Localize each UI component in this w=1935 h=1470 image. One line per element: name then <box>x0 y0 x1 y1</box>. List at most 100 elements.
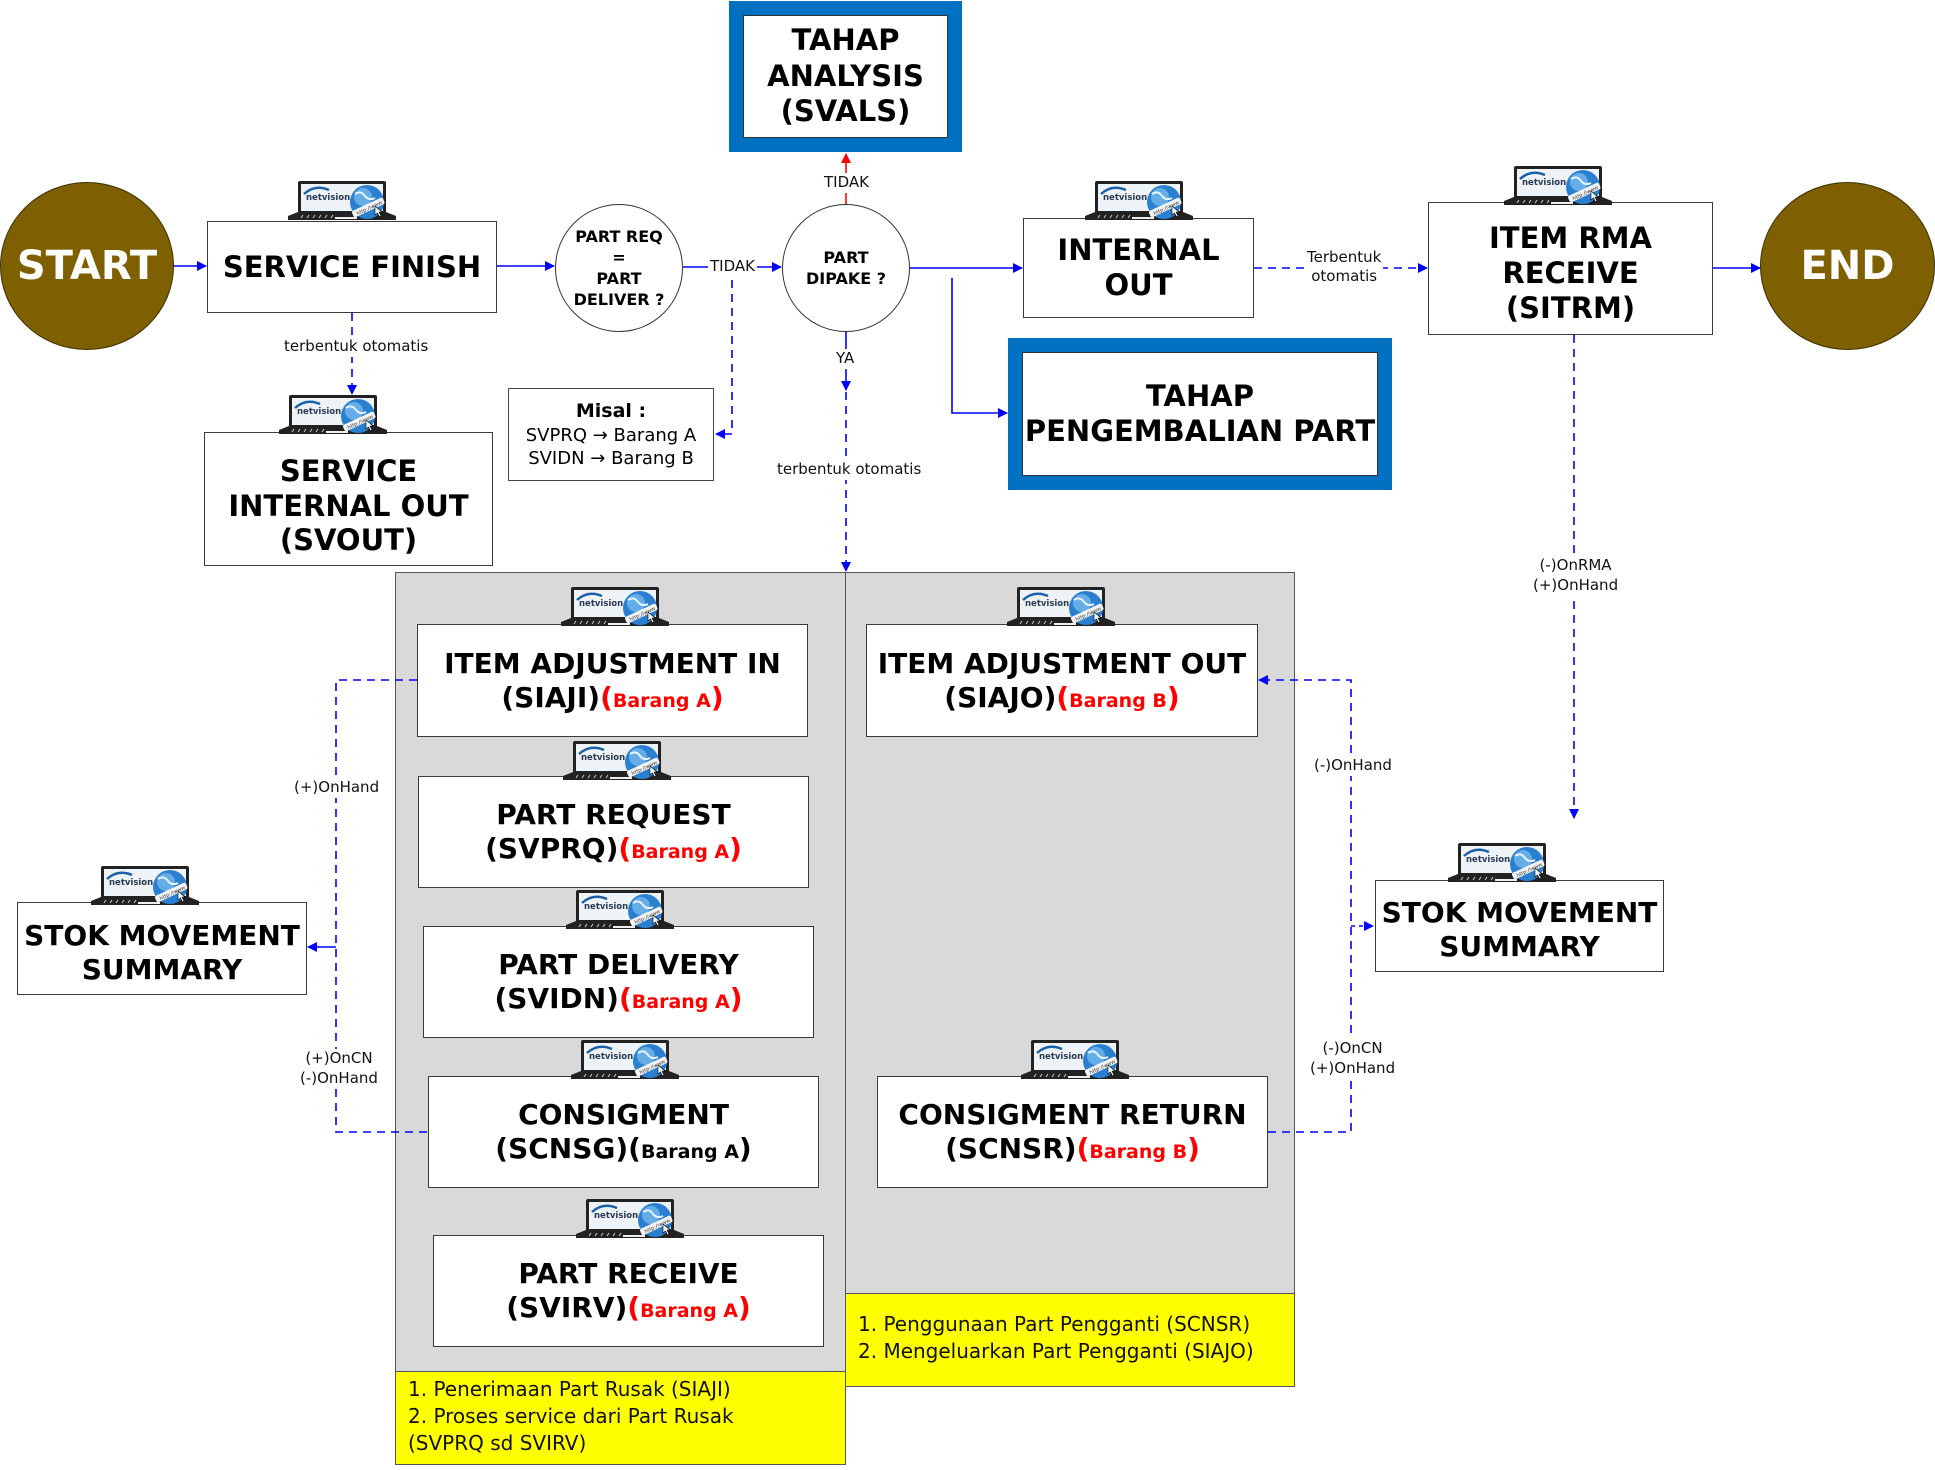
label-plus-onhand: (+)OnHand <box>292 778 382 798</box>
process-scnsr[interactable]: CONSIGMENT RETURN (SCNSR)(Barang B) <box>877 1076 1268 1188</box>
decision-line: DELIVER ? <box>573 290 665 310</box>
example-note-head: Misal : <box>575 400 647 422</box>
label-oncn-left: (+)OnCN (-)OnHand <box>298 1049 380 1088</box>
label-minus-onhand: (-)OnHand <box>1312 756 1394 776</box>
item-rma-receive-node[interactable]: ITEM RMA RECEIVE (SITRM) <box>1428 202 1713 335</box>
note-left-line: 2. Proses service dari Part Rusak <box>408 1404 734 1428</box>
label-tidak: TIDAK <box>708 257 757 277</box>
decision-line: PART <box>596 269 642 288</box>
label-oncn-right: (-)OnCN (+)OnHand <box>1308 1039 1398 1078</box>
svout-line: (SVOUT) <box>279 523 418 558</box>
label-ya: YA <box>834 349 857 369</box>
stage-line: ANALYSIS <box>767 58 924 93</box>
label-line: (+)OnCN <box>305 1049 373 1067</box>
stok-line: STOK MOVEMENT <box>24 918 300 952</box>
tag-paren: ( <box>618 832 632 865</box>
process-scnsg[interactable]: CONSIGMENT (SCNSG)(Barang A) <box>428 1076 819 1188</box>
tag-paren: ) <box>729 982 743 1015</box>
process-svidn[interactable]: PART DELIVERY (SVIDN)(Barang A) <box>423 926 814 1038</box>
note-right-line: 1. Penggunaan Part Pengganti (SCNSR) <box>858 1312 1251 1336</box>
label-tidak-analysis: TIDAK <box>822 173 871 193</box>
item-tag: Barang A <box>640 1141 739 1163</box>
process-code: (SCNSR) <box>945 1132 1077 1165</box>
tahap-analysis-node[interactable]: TAHAP ANALYSIS (SVALS) <box>729 1 962 152</box>
note-left: 1. Penerimaan Part Rusak (SIAJI) 2. Pros… <box>395 1371 846 1465</box>
label-onrma: (-)OnRMA (+)OnHand <box>1531 556 1621 595</box>
edge-siaji-to-stok-left <box>335 679 428 1133</box>
example-note: Misal : SVPRQ → Barang A SVIDN → Barang … <box>508 388 714 481</box>
stage-line: PENGEMBALIAN PART <box>1024 414 1376 448</box>
process-title: PART DELIVERY <box>498 948 739 982</box>
stage-line: TAHAP <box>791 23 900 58</box>
service-internal-out-node[interactable]: SERVICE INTERNAL OUT (SVOUT) <box>204 432 493 566</box>
svout-line: INTERNAL OUT <box>228 488 469 523</box>
internal-out-node[interactable]: INTERNAL OUT <box>1023 218 1254 318</box>
decision-line: = <box>612 247 626 267</box>
example-note-line: SVPRQ → Barang A <box>525 424 697 446</box>
item-rma-line: (SITRM) <box>1505 290 1636 325</box>
process-title: CONSIGMENT <box>518 1098 729 1132</box>
process-code: (SIAJO) <box>944 680 1057 714</box>
process-siaji[interactable]: ITEM ADJUSTMENT IN (SIAJI)(Barang A) <box>417 624 808 737</box>
netvision-laptop-icon <box>1005 586 1117 628</box>
process-siajo[interactable]: ITEM ADJUSTMENT OUT (SIAJO)(Barang B) <box>866 624 1258 737</box>
decision-line: DIPAKE ? <box>805 269 887 288</box>
process-title: PART REQUEST <box>496 798 731 832</box>
netvision-laptop-icon <box>89 865 201 907</box>
item-tag: Barang A <box>640 1300 739 1322</box>
process-svprq[interactable]: PART REQUEST (SVPRQ)(Barang A) <box>418 776 809 888</box>
decision-part-dipake[interactable]: PART DIPAKE ? <box>782 204 910 332</box>
tahap-pengembalian-node[interactable]: TAHAP PENGEMBALIAN PART <box>1008 338 1392 490</box>
netvision-laptop-icon <box>1446 842 1558 884</box>
label-line: Terbentuk <box>1307 248 1382 266</box>
netvision-laptop-icon <box>574 1198 686 1240</box>
tag-paren: ) <box>1166 680 1180 714</box>
note-right-line: 2. Mengeluarkan Part Pengganti (SIAJO) <box>858 1339 1254 1363</box>
label-line: (-)OnHand <box>300 1068 378 1087</box>
label-line: (-)OnRMA <box>1539 556 1612 574</box>
process-title: ITEM ADJUSTMENT IN <box>444 646 781 680</box>
item-rma-line: RECEIVE <box>1502 256 1639 291</box>
stok-movement-summary-right[interactable]: STOK MOVEMENT SUMMARY <box>1375 880 1664 972</box>
decision-part-req[interactable]: PART REQ = PART DELIVER ? <box>555 204 683 332</box>
tag-paren: ) <box>1187 1132 1200 1165</box>
netvision-laptop-icon <box>1083 180 1195 222</box>
service-finish-node[interactable]: SERVICE FINISH <box>207 221 497 313</box>
end-label: END <box>1800 243 1895 289</box>
example-note-line: SVIDN → Barang B <box>528 448 694 470</box>
tag-paren: ) <box>729 832 742 865</box>
stok-line: SUMMARY <box>1439 930 1600 963</box>
label-line: (+)OnHand <box>1310 1058 1396 1077</box>
tag-paren: ( <box>1076 1132 1090 1165</box>
stok-line: STOK MOVEMENT <box>1381 896 1658 930</box>
label-terbentuk-otomatis: terbentuk otomatis <box>282 337 431 357</box>
note-left-line: 1. Penerimaan Part Rusak (SIAJI) <box>408 1377 731 1401</box>
service-finish-label: SERVICE FINISH <box>222 249 482 284</box>
process-svirv[interactable]: PART RECEIVE (SVIRV)(Barang A) <box>433 1235 824 1347</box>
netvision-laptop-icon <box>564 889 676 931</box>
tag-paren: ) <box>710 680 724 714</box>
tag-paren: ) <box>738 1291 751 1324</box>
start-node[interactable]: START <box>0 182 174 350</box>
label-line: (+)OnHand <box>1533 575 1619 594</box>
process-code: (SVIDN) <box>494 982 619 1015</box>
process-code: (SIAJI) <box>501 680 601 714</box>
netvision-laptop-icon <box>277 394 389 436</box>
process-title: PART RECEIVE <box>518 1257 739 1291</box>
stok-movement-summary-left[interactable]: STOK MOVEMENT SUMMARY <box>17 902 307 995</box>
label-line: otomatis <box>1311 266 1378 285</box>
netvision-laptop-icon <box>561 740 673 782</box>
internal-out-line: OUT <box>1104 268 1173 302</box>
item-rma-line: ITEM RMA <box>1489 221 1652 256</box>
decision-line: PART <box>823 247 869 267</box>
process-code: (SCNSG) <box>495 1132 629 1165</box>
netvision-laptop-icon <box>1502 165 1614 207</box>
svout-line: SERVICE <box>279 453 418 488</box>
end-node[interactable]: END <box>1760 182 1935 350</box>
edge-scnsr-to-siajo <box>1258 675 1352 1133</box>
label-terbentuk-otomatis: terbentuk otomatis <box>775 460 924 480</box>
process-title: CONSIGMENT RETURN <box>898 1098 1247 1132</box>
note-left-line: (SVPRQ sd SVIRV) <box>408 1431 587 1455</box>
label-line: (-)OnCN <box>1322 1039 1383 1057</box>
note-right: 1. Penggunaan Part Pengganti (SCNSR) 2. … <box>845 1293 1295 1387</box>
